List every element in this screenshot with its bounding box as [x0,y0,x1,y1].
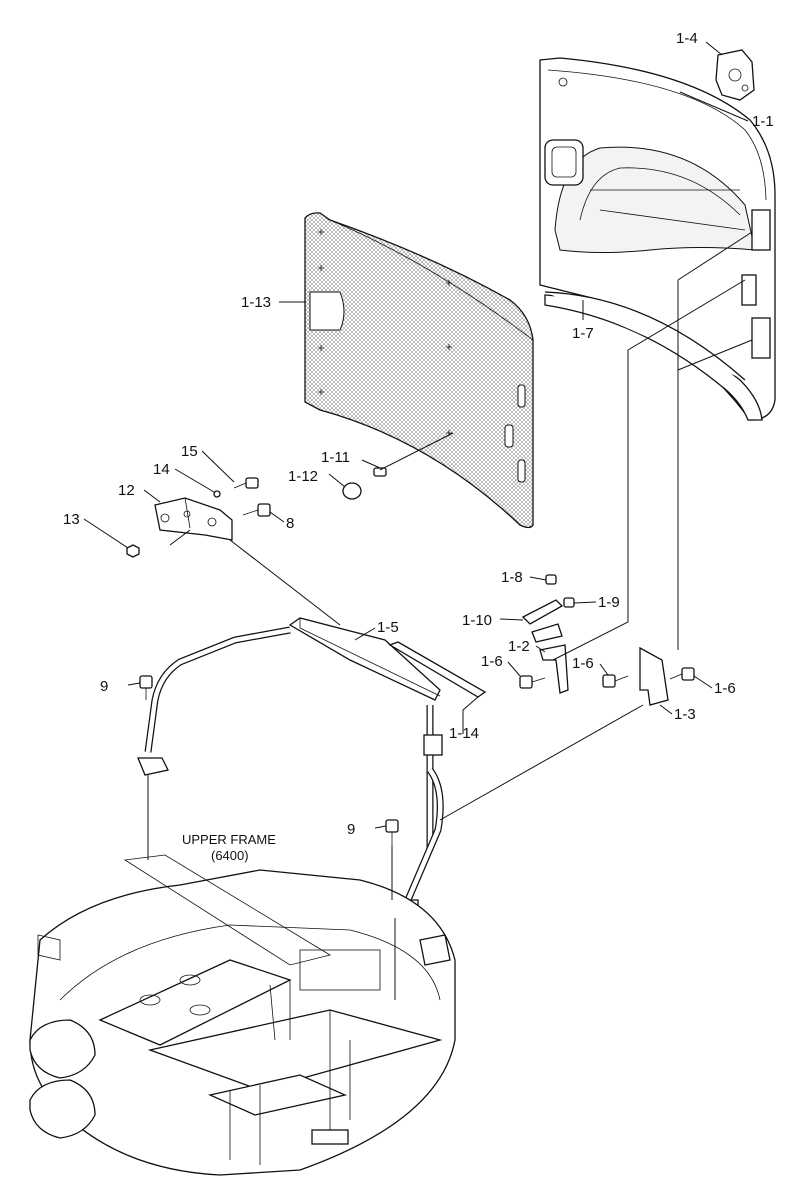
bracket-12 [154,497,233,541]
leader-lines [83,41,753,1000]
nut-13 [126,544,140,558]
stay-frame [137,617,444,919]
label-1-14: 1-14 [449,725,479,742]
label-1-4: 1-4 [676,30,698,47]
label-1-12: 1-12 [288,468,318,485]
part-labels: 1-4 1-1 1-7 1-13 1-11 1-12 15 14 12 13 8… [63,30,774,863]
lock-bracket-assembly [521,574,575,694]
label-1-7: 1-7 [572,325,594,342]
bolt-8 [242,503,271,517]
upper-frame-code: (6400) [211,848,249,863]
label-1-2: 1-2 [508,638,530,655]
label-1-1: 1-1 [752,113,774,130]
label-8: 8 [286,515,294,532]
label-1-5: 1-5 [377,619,399,636]
label-1-8: 1-8 [501,569,523,586]
label-1-6-a: 1-6 [481,653,503,670]
label-15: 15 [181,443,198,460]
label-1-6-c: 1-6 [714,680,736,697]
latch-assembly [715,49,755,101]
mesh-filter-panel [304,212,534,529]
bolt-15 [233,477,259,489]
bolt-1-6-a [519,675,546,689]
seal-strip [544,291,746,381]
bolt-9-left [139,675,153,700]
label-14: 14 [153,461,170,478]
upper-frame [29,854,456,1176]
hinge-bracket [639,646,669,706]
bolt-1-6-b [602,674,629,688]
label-1-3: 1-3 [674,706,696,723]
label-12: 12 [118,482,135,499]
bolt-9-right [385,819,399,846]
label-1-13: 1-13 [241,294,271,311]
pin-and-grommet [342,467,387,500]
bolt-1-6-c [669,667,695,681]
label-9-left: 9 [100,678,108,695]
label-1-11: 1-11 [321,449,350,466]
label-9-right: 9 [347,821,355,838]
label-1-6-b: 1-6 [572,655,594,672]
side-door-panel [539,57,776,421]
upper-frame-label: UPPER FRAME [182,832,276,847]
label-13: 13 [63,511,80,528]
rubber-strip [388,641,487,698]
label-1-10: 1-10 [462,612,492,629]
label-1-9: 1-9 [598,594,620,611]
washer-14 [213,490,221,498]
